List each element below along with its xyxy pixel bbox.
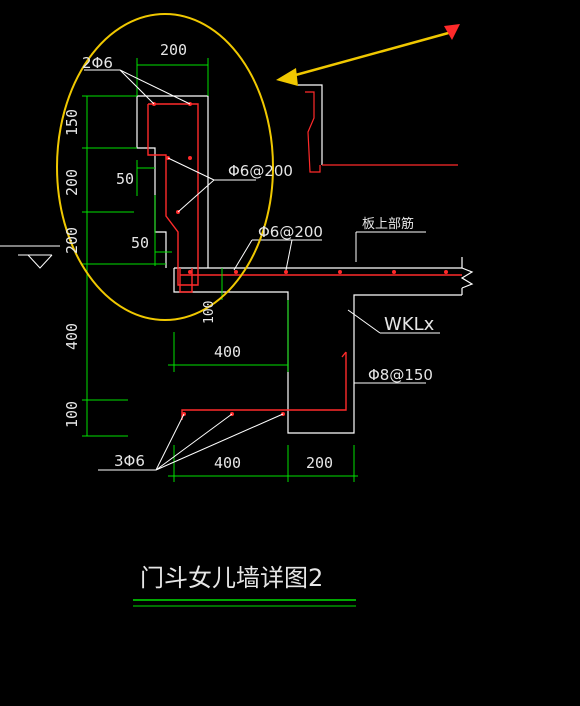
- parapet-stirrup-callout: Φ6@200: [228, 162, 293, 180]
- highlight-ellipse: [56, 13, 274, 321]
- dim-slab-100: 100: [202, 301, 217, 324]
- slab-bar-callout: Φ6@200: [258, 223, 323, 241]
- dim-400-upper: 400: [214, 343, 241, 361]
- ground-level-symbol: [0, 245, 60, 269]
- dim-50-a: 50: [116, 170, 134, 188]
- dim-50-b: 50: [131, 234, 149, 252]
- title-underline: [133, 599, 356, 607]
- beam-name-label: WKLx: [384, 314, 435, 335]
- leader-lines: [84, 69, 440, 471]
- dim-200-b: 200: [63, 227, 81, 254]
- slab-top-rebar-label: 板上部筋: [362, 216, 414, 232]
- dim-200-lower: 200: [306, 454, 333, 472]
- rebar-lines: [147, 103, 462, 420]
- dim-100-vertical: 100: [63, 401, 81, 428]
- dim-150: 150: [63, 109, 81, 136]
- highlight-arrow: [276, 24, 460, 86]
- dimension-lines: [82, 58, 358, 482]
- beam-stirrup-callout: Φ8@150: [368, 366, 433, 384]
- dim-top-width: 200: [160, 41, 187, 59]
- drawing-title: 门斗女儿墙详图2: [140, 564, 323, 592]
- dim-400-vertical: 400: [63, 323, 81, 350]
- bottom-bars-callout: 3Φ6: [114, 452, 145, 470]
- dim-400-lower: 400: [214, 454, 241, 472]
- top-bars-callout: 2Φ6: [82, 54, 113, 72]
- dim-200-a: 200: [63, 169, 81, 196]
- parapet-profile-detail: [298, 84, 458, 173]
